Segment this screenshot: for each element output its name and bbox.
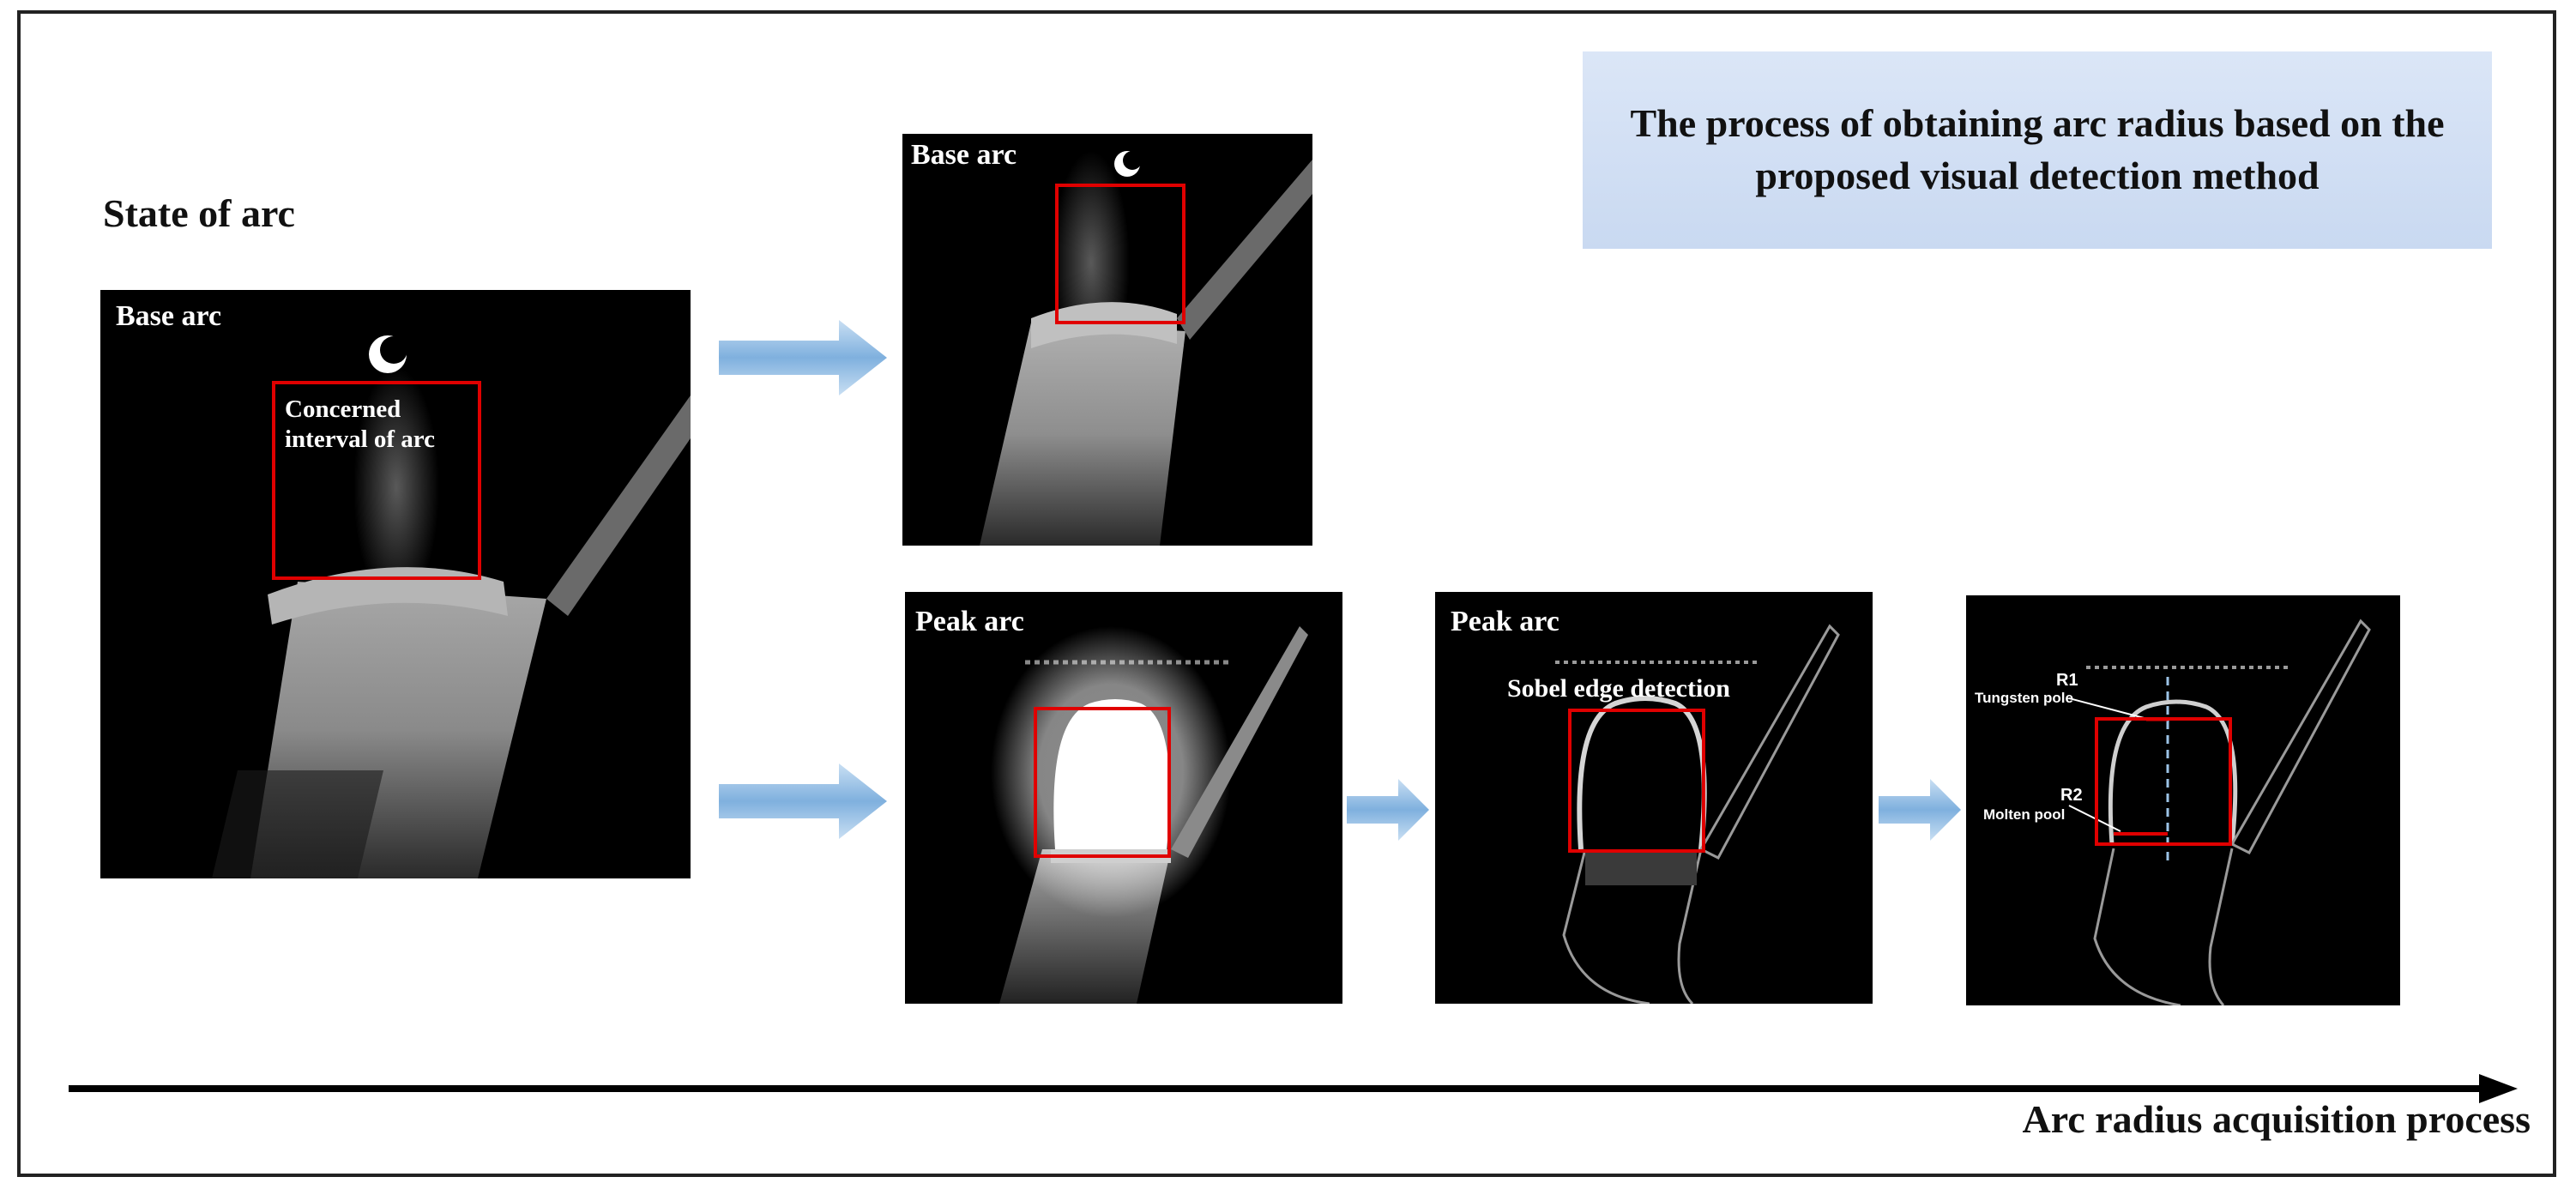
panel-peak-arc-sobel: Peak arc Sobel edge detection	[1435, 592, 1873, 1004]
panel-base-arc-crop: Base arc	[902, 134, 1312, 546]
base-arc-large-label: Base arc	[116, 300, 222, 332]
r1-label: R1	[2056, 671, 2078, 690]
arrow-base-to-peak	[719, 763, 887, 839]
panel-peak-arc-raw: Peak arc	[905, 592, 1342, 1004]
arrow-sobel-to-radius	[1879, 779, 1961, 841]
arrow-right-icon	[1347, 779, 1429, 841]
timeline-label: Arc radius acquisition process	[2022, 1097, 2531, 1141]
peak-arc-raw-image	[905, 592, 1342, 1004]
arrow-right-icon	[1879, 779, 1961, 841]
r2-label: R2	[2060, 786, 2083, 805]
peak-arc-raw-roi	[1034, 707, 1171, 858]
r2-desc: Molten pool	[1983, 806, 2066, 823]
base-arc-crop-roi	[1055, 184, 1185, 324]
base-arc-large-image	[100, 290, 691, 878]
peak-arc-sobel-roi	[1568, 709, 1705, 853]
arc-radius-roi	[2095, 717, 2232, 846]
arrow-peak-to-sobel	[1347, 779, 1429, 841]
figure-title-text: The process of obtaining arc radius base…	[1630, 101, 2445, 197]
figure-title: The process of obtaining arc radius base…	[1583, 51, 2492, 249]
r1-desc: Tungsten pole	[1975, 690, 2073, 706]
arc-radius-image	[1966, 595, 2400, 1005]
arrow-right-icon	[719, 763, 887, 839]
base-arc-crop-label: Base arc	[911, 139, 1017, 171]
base-arc-crop-image	[902, 134, 1312, 546]
arrow-right-icon	[719, 320, 887, 395]
process-timeline-arrow	[69, 1067, 2518, 1110]
peak-arc-sobel-label: Peak arc	[1451, 606, 1559, 637]
concerned-interval-label: Concerned interval of arc	[285, 395, 436, 453]
state-of-arc-label: State of arc	[103, 191, 295, 235]
concerned-interval-box	[272, 381, 481, 580]
panel-arc-radius: R1 Tungsten pole R2 Molten pool	[1966, 595, 2400, 1005]
arrow-base-to-crop	[719, 320, 887, 395]
timeline-arrow-icon	[69, 1074, 2518, 1103]
panel-base-arc-large: Base arc Concerned interval of arc	[100, 290, 691, 878]
sobel-edge-detection-label: Sobel edge detection	[1507, 674, 1730, 703]
peak-arc-sobel-image	[1435, 592, 1873, 1004]
peak-arc-raw-label: Peak arc	[915, 606, 1024, 637]
